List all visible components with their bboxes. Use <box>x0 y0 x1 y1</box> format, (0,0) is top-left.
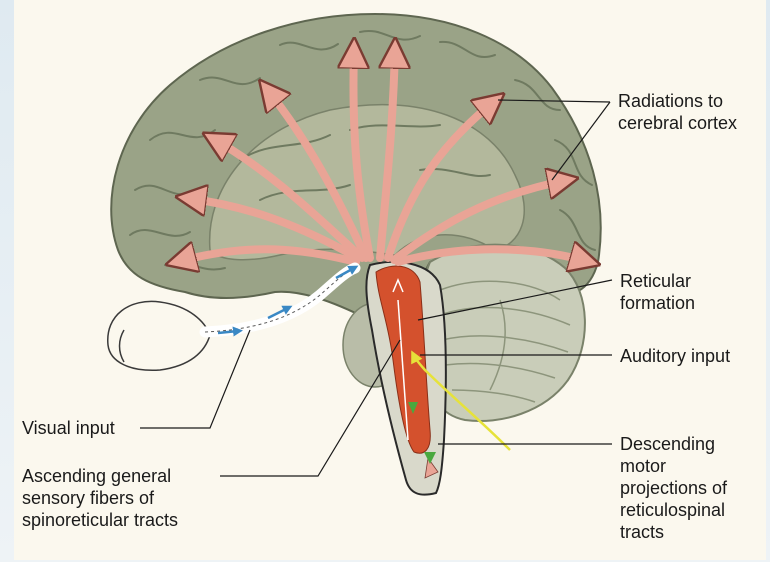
label-reticular-formation: Reticularformation <box>620 270 695 314</box>
label-auditory-input: Auditory input <box>620 345 730 367</box>
label-ascending: Ascending generalsensory fibers ofspinor… <box>22 465 178 531</box>
label-visual-input: Visual input <box>22 417 115 439</box>
label-radiations: Radiations tocerebral cortex <box>618 90 737 134</box>
label-descending: Descendingmotorprojections ofreticulospi… <box>620 433 727 543</box>
eye <box>108 301 210 370</box>
